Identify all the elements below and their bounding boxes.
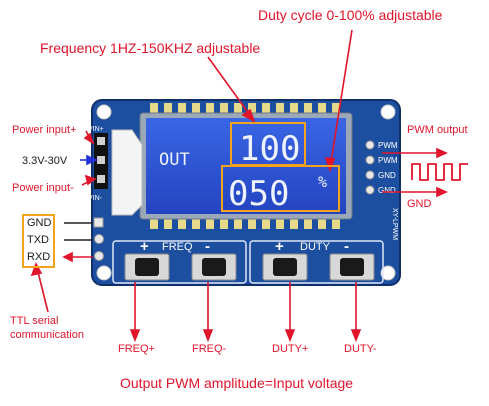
voltage-label: 3.3V-30V	[22, 155, 68, 167]
square-wave-icon	[411, 163, 468, 181]
silk-gnd-2: GND	[378, 186, 396, 195]
lcd-header-top	[150, 103, 340, 115]
silk-model: XY-LPWM	[391, 208, 398, 240]
silk-pwm-2: PWM	[378, 156, 398, 165]
arrow-duty	[329, 29, 353, 169]
freq-highlight-box	[230, 122, 306, 166]
freq-range-label: Frequency 1HZ-150KHZ adjustable	[40, 40, 261, 56]
ttl-pins-box	[22, 214, 55, 268]
lcd-out-label: OUT	[159, 150, 190, 170]
pin-txd-label: TXD	[27, 234, 49, 246]
freq-minus-label: FREQ-	[192, 343, 227, 355]
power-plus-label: Power input+	[12, 124, 77, 136]
pin-rxd-label: RXD	[27, 251, 51, 263]
freq-minus-button	[191, 253, 237, 281]
freq-plus-label: FREQ+	[118, 343, 155, 355]
lcd-header-bottom	[150, 218, 340, 229]
mounting-hole	[96, 265, 112, 281]
freq-minus-sign: -	[205, 238, 210, 255]
duty-minus-label: DUTY-	[344, 343, 377, 355]
duty-minus-sign: -	[344, 238, 349, 255]
arrow-freq	[207, 56, 253, 119]
duty-plus-sign: +	[275, 238, 284, 255]
ttl-serial-label: TTL serial	[10, 315, 59, 327]
input-header	[94, 133, 108, 189]
output-pins	[365, 140, 375, 195]
duty-minus-button	[329, 253, 375, 281]
freq-plus-button	[124, 253, 170, 281]
communication-label: communication	[10, 329, 84, 341]
duty-plus-label: DUTY+	[272, 343, 309, 355]
lcd-duty-value: 050	[228, 174, 289, 214]
duty-plus-button	[262, 253, 308, 281]
footer-note: Output PWM amplitude=Input voltage	[120, 375, 354, 391]
freq-silk-label: FREQ	[162, 241, 193, 253]
lcd-frequency-value: 100	[239, 129, 300, 169]
mounting-hole	[96, 104, 112, 120]
duty-silk-label: DUTY	[300, 241, 331, 253]
silk-vin-minus: VIN-	[88, 195, 103, 202]
freq-plus-sign: +	[140, 238, 149, 255]
pwm-output-label: PWM output	[407, 124, 468, 136]
silk-gnd-1: GND	[378, 171, 396, 180]
duty-group-outline	[249, 240, 384, 284]
mounting-hole	[380, 104, 396, 120]
duty-range-label: Duty cycle 0-100% adjustable	[258, 7, 443, 23]
power-minus-label: Power input-	[12, 182, 74, 194]
arrow-ttl	[36, 267, 49, 313]
lcd-percent-unit: %	[318, 173, 327, 191]
silk-vin-plus: VIN+	[88, 126, 104, 133]
pin-gnd-label: GND	[27, 217, 52, 229]
lcd-support	[111, 129, 143, 216]
ttl-pads	[93, 217, 104, 261]
silk-pwm-1: PWM	[378, 141, 398, 150]
gnd-right-label: GND	[407, 198, 432, 210]
duty-highlight-box	[221, 165, 340, 212]
freq-group-outline	[112, 240, 247, 284]
mounting-hole	[380, 265, 396, 281]
